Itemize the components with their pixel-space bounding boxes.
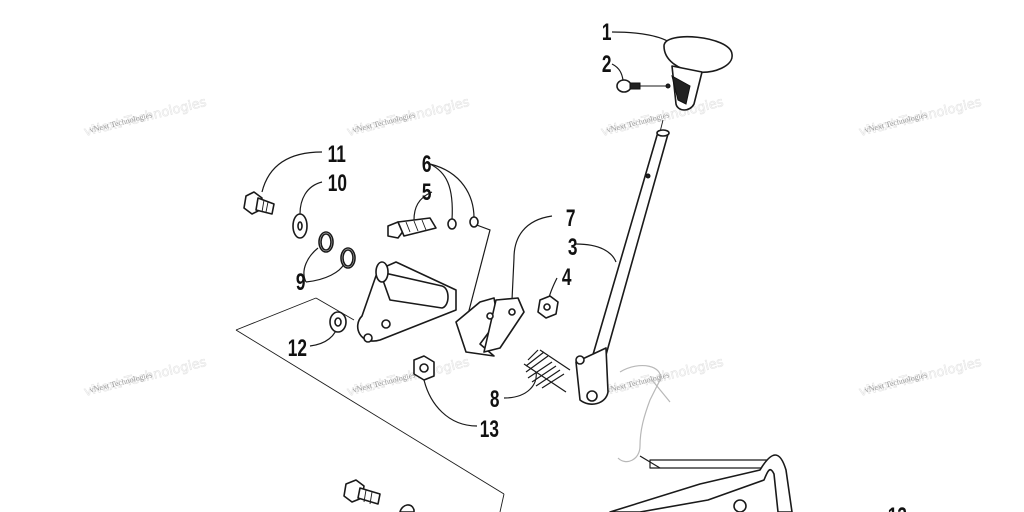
lock-nut	[537, 295, 559, 319]
shift-linkage-ghost	[617, 364, 671, 463]
leader-lines	[235, 31, 673, 512]
callout-11: 11	[328, 141, 347, 167]
callout-labels: 1 2 3 4 5 6 7 8 9 10 11 12 13 13	[288, 19, 907, 512]
callout-2: 2	[602, 51, 612, 77]
flat-washer	[292, 213, 308, 239]
detent-bolt	[387, 217, 437, 239]
callout-7: 7	[566, 205, 576, 231]
callout-13: 13	[480, 416, 499, 442]
callout-1: 1	[602, 19, 612, 45]
set-screw	[616, 79, 641, 93]
spacer-washer	[329, 311, 347, 333]
callout-6: 6	[422, 151, 432, 177]
callout-13-partial: 13	[888, 503, 907, 512]
watermarks: vNext Technologies vNext Technologies vN…	[82, 95, 983, 401]
callout-3: 3	[568, 234, 578, 260]
callout-12: 12	[288, 335, 307, 361]
pivot-bolt	[243, 191, 275, 215]
callout-4: 4	[562, 264, 572, 290]
callout-10: 10	[328, 170, 347, 196]
shift-rod	[609, 454, 793, 512]
callout-9: 9	[296, 269, 306, 295]
pivot-bracket	[356, 261, 525, 357]
lower-bolt	[343, 479, 415, 512]
shift-knob	[632, 35, 733, 111]
detent-spring	[523, 349, 571, 393]
hex-nut	[413, 355, 435, 381]
callout-8: 8	[490, 386, 500, 412]
small-washers	[447, 216, 479, 230]
shift-lever	[575, 119, 670, 405]
callout-5: 5	[422, 179, 432, 205]
o-rings	[318, 231, 356, 269]
